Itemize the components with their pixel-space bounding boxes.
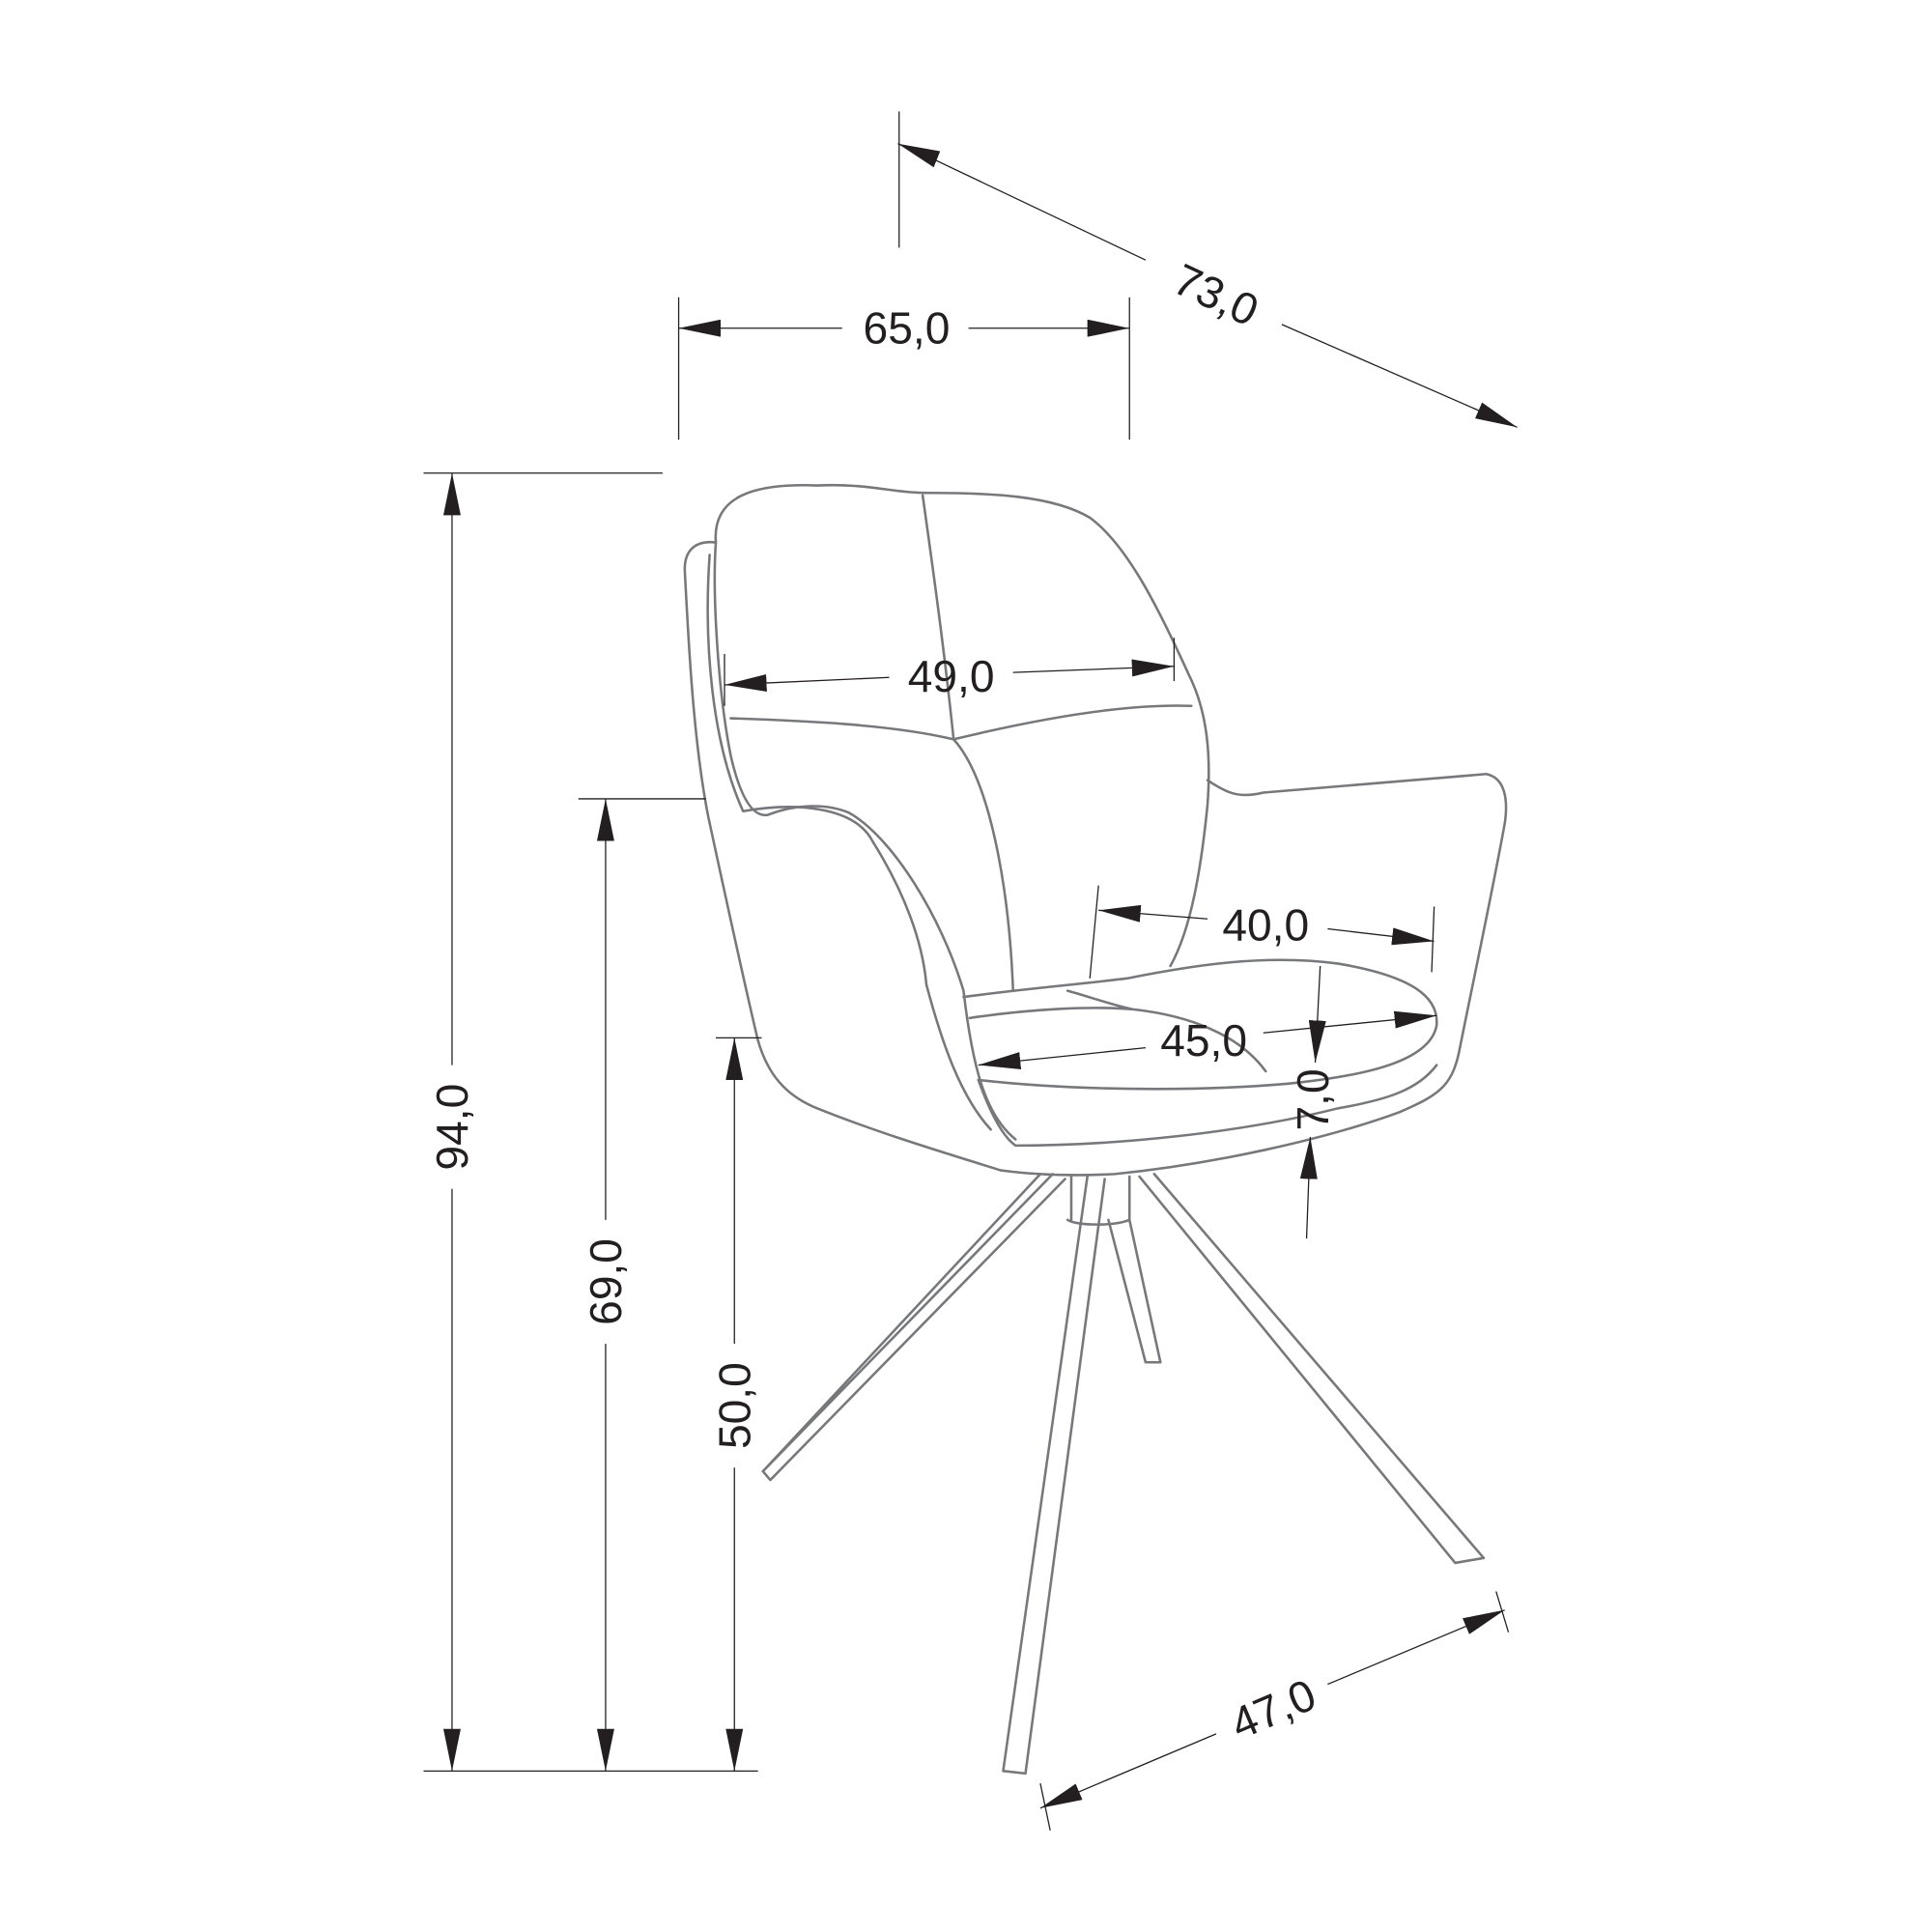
label-seat-width: 45,0 [1160,1015,1247,1065]
dimension-seat-width: 45,0 [978,1010,1437,1069]
label-cushion-thickness: 7,0 [1288,1068,1338,1130]
dimension-backrest-width: 49,0 [724,638,1176,706]
label-seat-height: 50,0 [709,1362,759,1449]
label-height-total: 94,0 [427,1084,477,1171]
dimension-cushion-thickness: 7,0 [1288,965,1338,1239]
backrest-seam-horizontal [729,704,1193,741]
dimension-height-total: 94,0 [423,472,758,1772]
seat-front [977,1064,1438,1148]
dimension-seat-depth: 40,0 [1089,885,1435,979]
dimension-seat-height: 50,0 [709,1037,762,1772]
leg-right [1138,1173,1486,1565]
seat-seam [968,989,1267,1073]
armrest-left-inner [706,554,992,1131]
label-depth-total: 73,0 [1166,254,1265,336]
label-seat-depth: 40,0 [1222,900,1309,951]
dimension-depth-total: 73,0 [897,111,1518,428]
backrest [714,483,1210,968]
dimension-armrest-height: 69,0 [578,798,706,1772]
dimension-base-width: 47,0 [1039,1591,1510,1832]
swivel-base [761,1173,1486,1776]
backrest-seam-vertical [921,494,1014,992]
seat-cushion [962,958,1438,1091]
label-armrest-height: 69,0 [581,1238,631,1325]
label-backrest-width: 49,0 [908,651,995,701]
chair-outline [683,483,1508,1776]
leg-back [1107,1218,1162,1364]
leg-front [1002,1175,1106,1776]
label-width-total: 65,0 [864,303,951,354]
dimension-width-total: 65,0 [677,297,1130,440]
armrest-right [999,773,1508,1177]
leg-front-left [761,1173,1066,1482]
backrest-left-wing [683,541,1003,1172]
label-base-width: 47,0 [1223,1669,1322,1749]
backrest-inner-left [713,541,1017,1141]
